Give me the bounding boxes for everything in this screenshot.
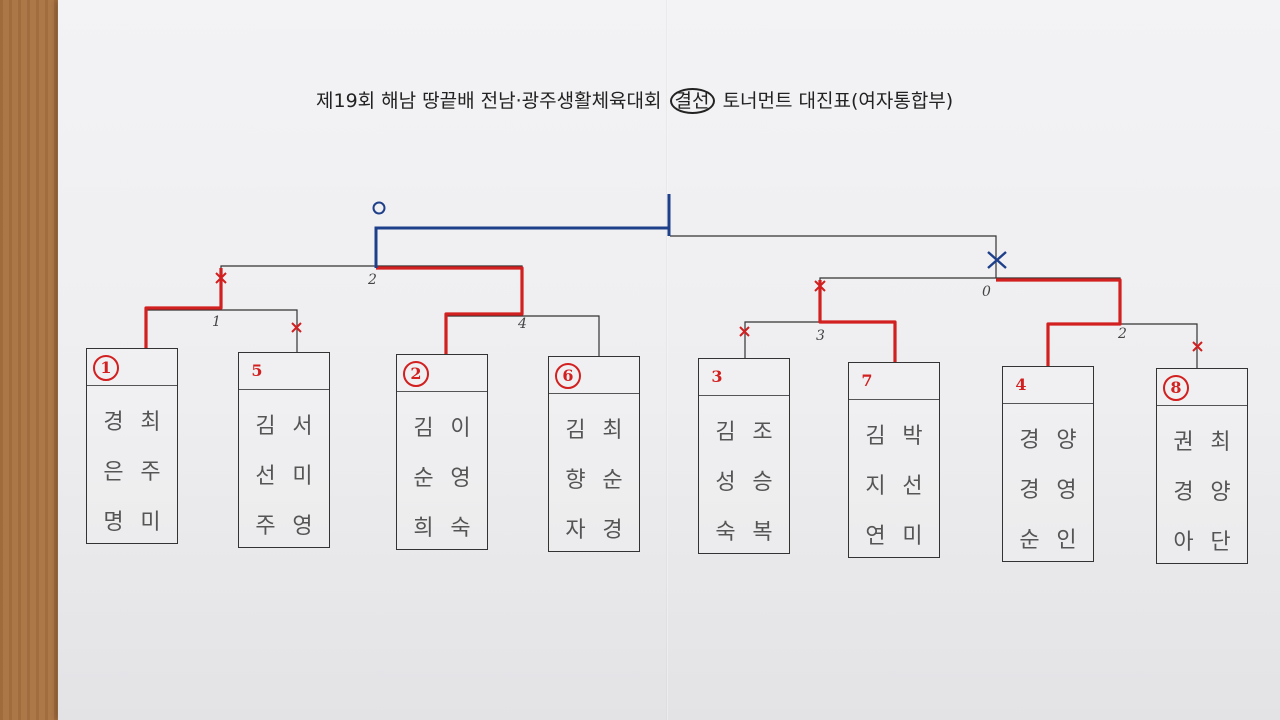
player-name: 서: [292, 414, 313, 439]
loss-mark-4: [814, 280, 826, 292]
team-box-4: 6 김 최 향 순 자 경: [548, 356, 640, 552]
team-box-8: 8 권 최 경 양 아 단: [1156, 368, 1248, 564]
round1-line-1: [145, 309, 298, 352]
player-name: 최: [1210, 430, 1231, 455]
player-name: 숙: [715, 520, 736, 545]
player-name: 박: [902, 424, 923, 449]
team-box-6: 7 김 박 지 선 연 미: [848, 362, 940, 558]
team-box-1: 1 경 최 은 주 명 미: [86, 348, 178, 544]
loss-mark-3: [739, 326, 750, 337]
player-name: 경: [1019, 428, 1040, 453]
player-name: 승: [752, 470, 773, 495]
win-path-2: [376, 266, 524, 354]
match-label-4: 2: [1118, 326, 1127, 342]
player-name: 조: [752, 420, 773, 445]
team-seed: 3: [711, 367, 723, 386]
team-seed: 1: [93, 355, 119, 381]
player-name: 숙: [450, 516, 471, 541]
title-suffix: 토너먼트 대진표(여자통합부): [722, 90, 954, 112]
semi-line-right: [819, 277, 1121, 324]
team-box-5: 3 김 조 성 승 숙 복: [698, 358, 790, 554]
loss-marks: [215, 272, 1203, 352]
player-name: 명: [103, 510, 124, 535]
player-name: 미: [292, 464, 313, 489]
player-name: 미: [140, 510, 161, 535]
loss-mark-5: [1192, 341, 1203, 352]
loss-mark-1: [215, 272, 227, 284]
player-name: 최: [602, 418, 623, 443]
player-name: 단: [1210, 530, 1231, 555]
semi-label-right: 0: [982, 284, 991, 300]
player-name: 영: [292, 514, 313, 539]
player-name: 김: [413, 416, 434, 441]
player-name: 양: [1210, 480, 1231, 505]
team-box-7: 4 경 양 경 영 순 인: [1002, 366, 1094, 562]
semi-label-left: 2: [368, 272, 377, 288]
player-name: 경: [103, 410, 124, 435]
player-name: 지: [865, 474, 886, 499]
player-name: 김: [715, 420, 736, 445]
loss-mark-2: [291, 322, 302, 333]
win-path-3: [818, 280, 897, 362]
player-name: 성: [715, 470, 736, 495]
paper-fold: [666, 0, 668, 720]
match-label-2: 4: [518, 316, 527, 332]
page-title: 제19회 해남 땅끝배 전남·광주생활체육대회 결선 토너먼트 대진표(여자통합…: [316, 86, 1076, 116]
final-line-right: [670, 235, 997, 278]
round1-lines: [145, 235, 1198, 368]
player-name: 복: [752, 520, 773, 545]
player-name: 최: [140, 410, 161, 435]
player-name: 은: [103, 460, 124, 485]
team-seed: 2: [403, 361, 429, 387]
final-winner-line: [374, 226, 670, 268]
player-name: 경: [602, 518, 623, 543]
player-name: 선: [255, 464, 276, 489]
player-name: 양: [1056, 428, 1077, 453]
player-name: 희: [413, 516, 434, 541]
player-name: 연: [865, 524, 886, 549]
player-name: 경: [1019, 478, 1040, 503]
player-name: 아: [1173, 530, 1194, 555]
final-path: [374, 194, 671, 268]
player-name: 미: [902, 524, 923, 549]
title-prefix: 제19회 해남 땅끝배 전남·광주생활체육대회: [316, 90, 662, 112]
title-circled-word: 결선: [669, 88, 715, 114]
bracket-sheet: [58, 0, 1280, 720]
player-name: 주: [140, 460, 161, 485]
team-box-2: 5 김 서 선 미 주 영: [238, 352, 330, 548]
final-win-mark: [372, 201, 386, 215]
winner-paths: [144, 266, 1122, 366]
final-loss-mark: [987, 251, 1007, 269]
team-seed: 4: [1015, 375, 1027, 394]
player-name: 김: [565, 418, 586, 443]
win-path-4: [996, 278, 1122, 366]
team-seed: 7: [861, 371, 873, 390]
player-name: 이: [450, 416, 471, 441]
player-name: 향: [565, 468, 586, 493]
team-seed: 8: [1163, 375, 1189, 401]
player-name: 영: [450, 466, 471, 491]
team-seed: 6: [555, 363, 581, 389]
match-label-1: 1: [212, 314, 221, 330]
player-name: 인: [1056, 528, 1077, 553]
player-name: 주: [255, 514, 276, 539]
team-box-3: 2 김 이 순 영 희 숙: [396, 354, 488, 550]
match-label-3: 3: [816, 328, 825, 344]
team-seed: 5: [251, 361, 263, 380]
player-name: 순: [1019, 528, 1040, 553]
player-name: 선: [902, 474, 923, 499]
player-name: 경: [1173, 480, 1194, 505]
player-name: 김: [255, 414, 276, 439]
player-name: 순: [413, 466, 434, 491]
player-name: 권: [1173, 430, 1194, 455]
win-path-1: [144, 268, 223, 348]
player-name: 순: [602, 468, 623, 493]
player-name: 김: [865, 424, 886, 449]
player-name: 자: [565, 518, 586, 543]
player-name: 영: [1056, 478, 1077, 503]
